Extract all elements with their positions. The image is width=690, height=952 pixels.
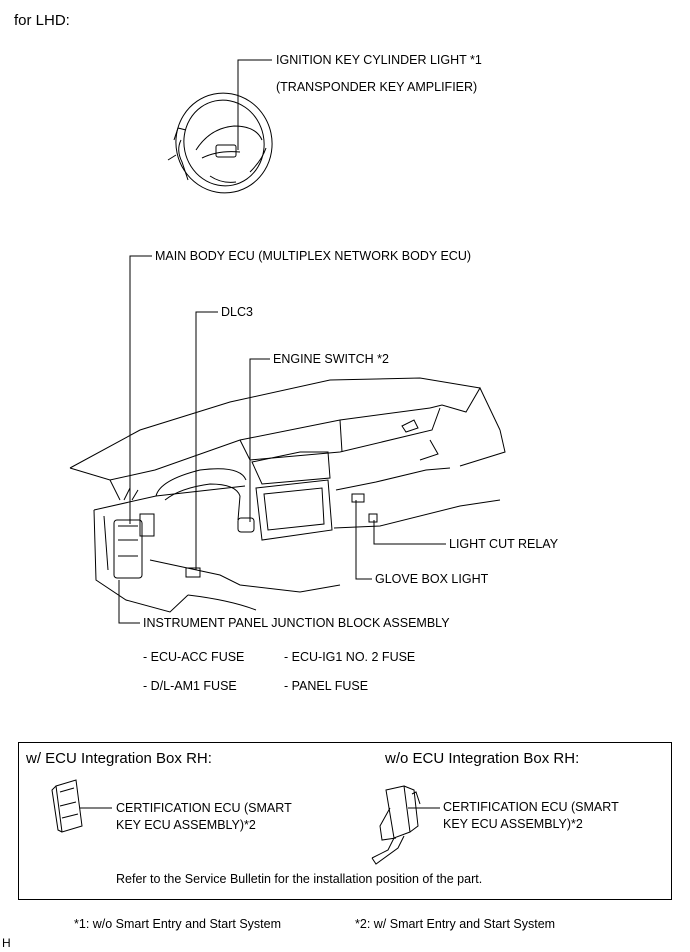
steering-wheel-illustration [167,92,273,194]
main-body-ecu-label: MAIN BODY ECU (MULTIPLEX NETWORK BODY EC… [155,249,472,263]
fuse-item: - ECU-IG1 NO. 2 FUSE [284,650,416,664]
light-cut-relay-leader [373,520,446,545]
page-heading: for LHD: [14,12,70,29]
certification-ecu-left-illustration [51,779,112,833]
ignition-light-leader [237,59,272,150]
fuse-item: - PANEL FUSE [284,679,369,693]
right-ecu-label-line2: KEY ECU ASSEMBLY)*2 [443,817,583,831]
dlc3-label: DLC3 [221,305,253,319]
left-ecu-label-line1: CERTIFICATION ECU (SMART [116,801,292,815]
engine-switch-leader [249,358,270,522]
dlc3-leader [195,311,218,570]
transponder-label: (TRANSPONDER KEY AMPLIFIER) [276,80,478,94]
left-variant-title: w/ ECU Integration Box RH: [26,750,212,767]
glove-box-light-label: GLOVE BOX LIGHT [375,572,489,586]
corner-mark: H [2,936,11,950]
main-body-ecu-leader [129,255,152,524]
left-ecu-label-line2: KEY ECU ASSEMBLY)*2 [116,818,256,832]
glove-box-light-leader [355,500,372,580]
footnote-1: *1: w/o Smart Entry and Start System [74,917,282,931]
certification-ecu-right-illustration [371,785,440,865]
engine-switch-label: ENGINE SWITCH *2 [273,352,389,366]
junction-block-label: INSTRUMENT PANEL JUNCTION BLOCK ASSEMBLY [143,616,450,630]
right-ecu-label-line1: CERTIFICATION ECU (SMART [443,800,619,814]
right-variant-title: w/o ECU Integration Box RH: [385,750,580,767]
fuse-item: - D/L-AM1 FUSE [143,679,237,693]
footnote-2: *2: w/ Smart Entry and Start System [355,917,556,931]
fuse-item: - ECU-ACC FUSE [143,650,245,664]
dashboard-illustration [69,377,506,613]
junction-block-leader [118,580,140,624]
ecu-variant-box [18,742,672,900]
ignition-key-light-label: IGNITION KEY CYLINDER LIGHT *1 [276,53,482,67]
service-bulletin-note: Refer to the Service Bulletin for the in… [116,872,483,886]
light-cut-relay-label: LIGHT CUT RELAY [449,537,559,551]
